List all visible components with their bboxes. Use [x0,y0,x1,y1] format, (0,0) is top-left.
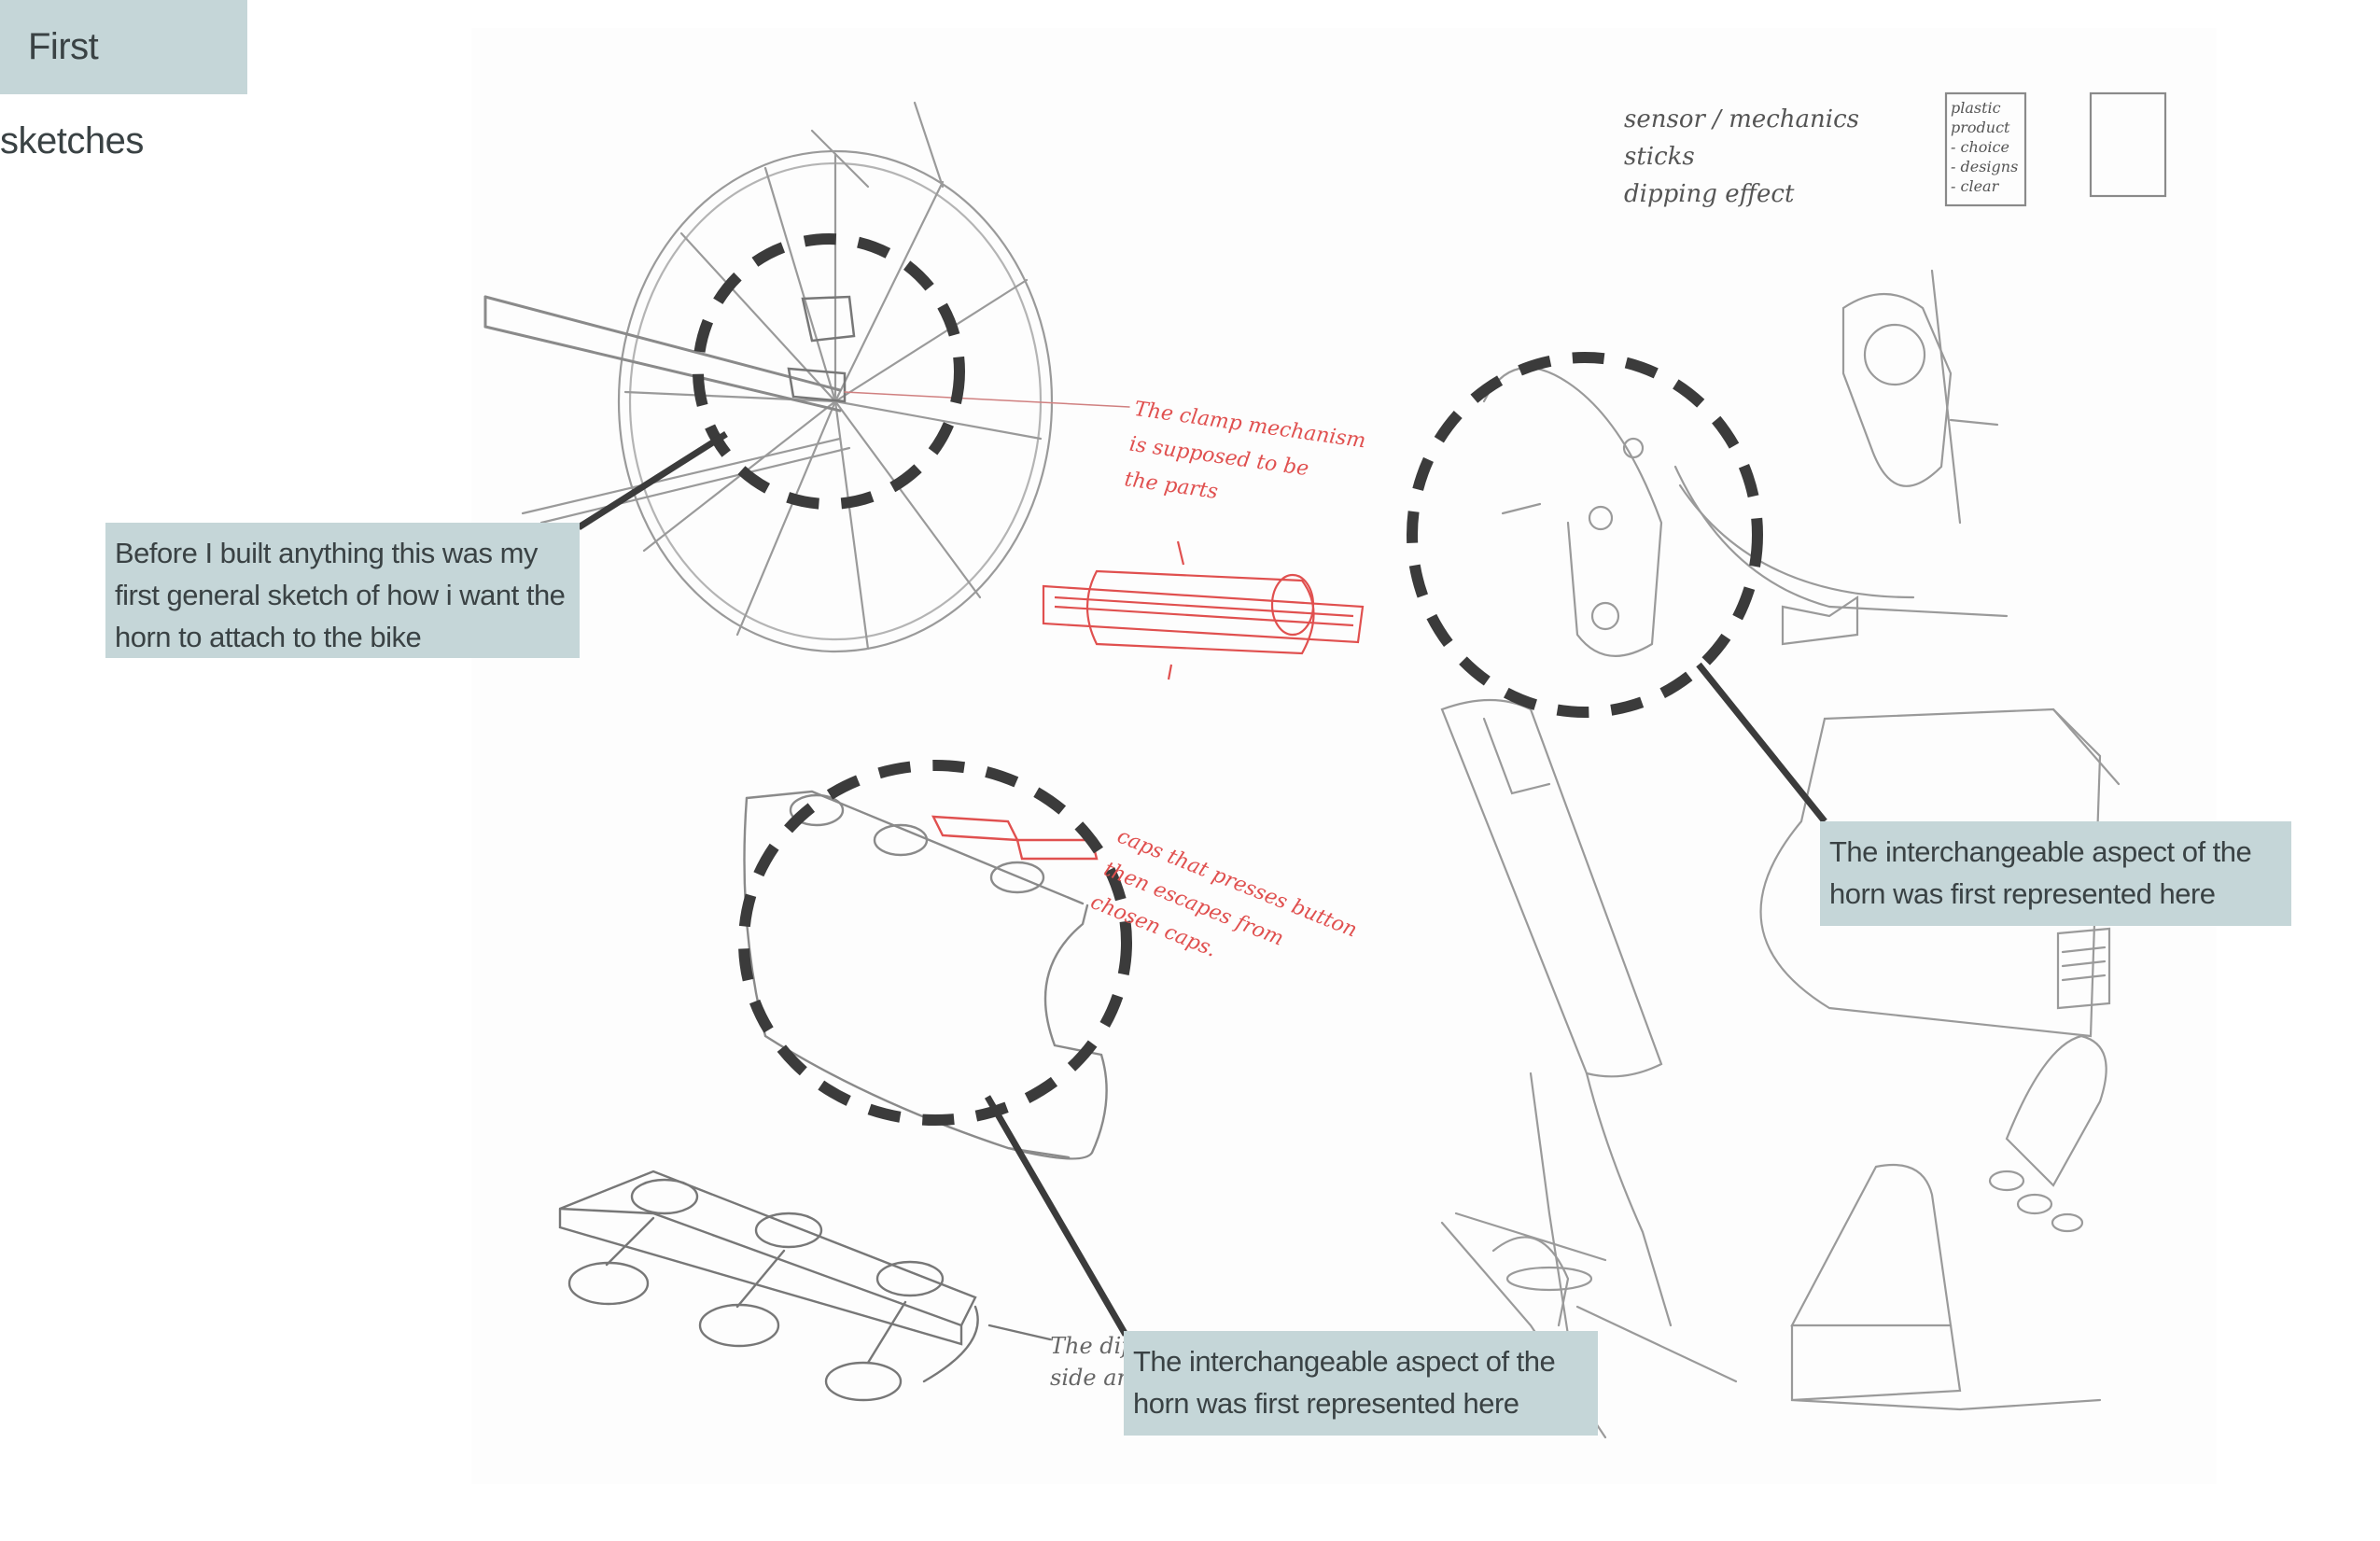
handwritten-line: - clear [1951,177,1999,195]
callout-interchangeable-right: The interchangeable aspect of the horn w… [1820,821,2291,926]
handwritten-line: sensor / mechanics [1624,105,1860,133]
handwritten-box-note: plastic product - choice - designs - cle… [1951,98,2018,196]
callout-interchangeable-bottom: The interchangeable aspect of the horn w… [1124,1331,1598,1436]
callout-line: horn was first represented here [1133,1387,1519,1420]
dashed-circle-horn-caps [738,760,1132,1126]
paper-sheet [471,28,2217,1484]
leader-line-3 [984,1095,1129,1337]
handwritten-topright-note: sensor / mechanics sticks dipping effect [1624,101,1859,213]
callout-line: The interchangeable aspect of the [1829,835,2252,868]
handwritten-line: dipping effect [1624,180,1795,208]
callout-line: first general sketch of how i want the [115,579,566,611]
handwritten-line: - designs [1951,158,2019,175]
callout-line: Before I built anything this was my [115,537,538,569]
section-title-tag: First sketches [0,0,247,161]
leader-line-2 [1696,662,1827,824]
handwritten-line: product [1951,119,2010,136]
callout-line: horn to attach to the bike [115,621,422,653]
handwritten-line: plastic [1951,99,2001,117]
callout-line: horn was first represented here [1829,877,2216,910]
leader-line-1 [577,431,728,530]
dashed-circle-interchangeable-top [1407,352,1763,718]
bike-fork-sketch [1440,91,2167,1439]
handwritten-line: sticks [1624,143,1695,171]
callout-line: The interchangeable aspect of the [1133,1345,1556,1378]
base-caps-sketch [558,1170,1052,1402]
handwritten-line: - choice [1951,138,2009,156]
bike-wheel-sketch [483,101,1130,653]
dashed-circle-wheel-clamp [693,233,965,510]
callout-first-sketch: Before I built anything this was my firs… [105,523,580,658]
clamp-mechanism-sketch [1042,540,1365,680]
